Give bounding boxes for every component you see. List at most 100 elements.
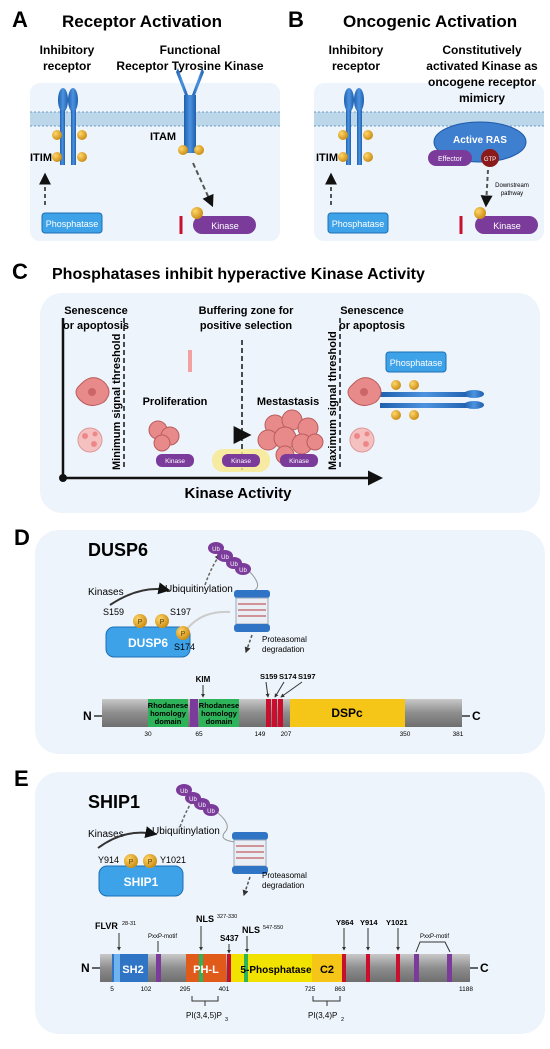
panel-e-pos-1188: 1188 <box>459 986 473 993</box>
panel-d-proteasome <box>234 590 270 632</box>
panel-a-title: Receptor Activation <box>62 12 222 31</box>
panel-e-y864-band <box>342 954 346 982</box>
panel-c-kinase-3 <box>280 454 318 467</box>
panel-e-pos-295: 295 <box>180 986 191 993</box>
panel-b-kinase <box>475 216 538 234</box>
panel-c-kinase-2-label: Kinase <box>231 458 251 465</box>
panel-d: D DUSP6 Kinases Ubiquitinylation Ub Ub U… <box>14 525 545 754</box>
panel-e-nls1-band <box>199 954 203 982</box>
panel-b-constitutive-3: oncogene receptor <box>428 75 536 89</box>
panel-c-cells-metastasis <box>257 409 324 465</box>
panel-d-kinases: Kinases <box>88 587 124 598</box>
panel-e-proteasomal-2: degradation <box>262 881 304 890</box>
panel-e-pxxp-band-2 <box>414 954 419 982</box>
panel-b-constitutive-2: activated Kinase as <box>426 59 538 73</box>
panel-d-kim-label: KIM <box>196 675 211 684</box>
panel-e-n-terminus: N <box>81 961 90 975</box>
panel-b-inhibitory-2: receptor <box>332 59 380 73</box>
panel-d-protein-label: DUSP6 <box>128 636 168 650</box>
panel-c-right-zone-1: Senescence <box>340 305 404 317</box>
panel-e-y1021-band <box>396 954 400 982</box>
panel-a-membrane <box>30 112 280 126</box>
panel-d-proteasomal-1: Proteasomal <box>262 635 307 644</box>
panel-c-right-zone-2: or apoptosis <box>339 320 405 332</box>
panel-d-rhodanese-1 <box>148 699 188 727</box>
panel-c-min-threshold: Minimum signal threshold <box>111 334 123 470</box>
panel-e-nls2: NLS <box>242 925 260 935</box>
panel-a-itim: ITIM <box>30 152 52 164</box>
panel-e-protein-label: SHIP1 <box>124 875 159 889</box>
panel-e-flvr-band <box>114 954 120 982</box>
panel-b-itim: ITIM <box>316 152 338 164</box>
panel-c: C Phosphatases inhibit hyperactive Kinas… <box>12 259 540 513</box>
panel-c-phosphatase <box>385 351 447 373</box>
panel-b: B Oncogenic Activation Inhibitory recept… <box>288 7 544 241</box>
panel-c-kinase-3-label: Kinase <box>289 458 309 465</box>
panel-a-inhibitory-2: receptor <box>43 59 91 73</box>
panel-e-pxxp-band-1 <box>156 954 161 982</box>
panel-e-ub-4: Ub <box>207 809 215 815</box>
panel-d-site-label-s174: S174 <box>279 672 297 681</box>
panel-a-letter: A <box>12 7 28 32</box>
panel-e-pi34: PI(3,4)P <box>308 1011 337 1020</box>
panel-e-site-y914: Y914 <box>98 855 119 865</box>
panel-d-site-bar-2 <box>272 699 277 727</box>
panel-e-pxxp-1: PxxP-motif <box>148 934 177 940</box>
panel-d-rhod2-l2: homology <box>201 709 238 718</box>
panel-e-nls2-band <box>244 954 248 982</box>
panel-e-letter: E <box>14 766 29 791</box>
panel-d-rhodanese-2 <box>199 699 239 727</box>
panel-b-gtp <box>481 149 499 167</box>
panel-d-c-terminus: C <box>472 709 481 723</box>
svg-text:P: P <box>181 631 186 638</box>
panel-c-cells-proliferation <box>148 420 180 452</box>
panel-d-ub-2: Ub <box>221 555 229 561</box>
panel-c-cells-right <box>347 377 382 453</box>
panel-e-ubiq: Ubiquitinylation <box>152 826 220 837</box>
panel-d-dspc-label: DSPc <box>331 706 363 720</box>
panel-c-x-axis-label: Kinase Activity <box>185 485 293 502</box>
panel-d-n-terminus: N <box>83 709 92 723</box>
panel-d-pos-207: 207 <box>281 731 292 738</box>
panel-e-pos-401: 401 <box>219 986 230 993</box>
panel-d-ub-4: Ub <box>239 568 247 574</box>
panel-b-letter: B <box>288 7 304 32</box>
panel-d-site-bar-3 <box>278 699 283 727</box>
panel-c-proliferation: Proliferation <box>143 396 208 408</box>
panel-e-c2 <box>312 954 342 982</box>
panel-d-site-s174: S174 <box>174 642 195 652</box>
panel-e-proteasomal-1: Proteasomal <box>262 871 307 880</box>
panel-a-kinase-label: Kinase <box>211 221 239 231</box>
panel-c-middle-zone-2: positive selection <box>200 320 293 332</box>
panel-d-site-s159: S159 <box>103 607 124 617</box>
panel-e-name: SHIP1 <box>88 792 140 812</box>
panel-e-pi34-bracket <box>312 996 341 1006</box>
panel-e-phl <box>186 954 226 982</box>
panel-d-dspc <box>290 699 405 727</box>
panel-e-pos-102: 102 <box>141 986 152 993</box>
panel-b-inhibitory-1: Inhibitory <box>329 43 384 57</box>
panel-a-phosphatase <box>41 212 103 234</box>
panel-c-kinase-1 <box>156 454 194 467</box>
panel-e-c2-label: C2 <box>320 964 334 976</box>
panel-e-s437: S437 <box>220 934 239 943</box>
svg-text:P: P <box>148 859 153 866</box>
panel-d-rhod2-l3: domain <box>206 717 233 726</box>
panel-c-cells-left <box>75 377 110 453</box>
panel-a-functional-1: Functional <box>160 43 221 57</box>
panel-e-kinases: Kinases <box>88 829 124 840</box>
panel-d-rhod1-l2: homology <box>150 709 187 718</box>
panel-e-y914-band <box>366 954 370 982</box>
panel-e-site-y1021: Y1021 <box>160 855 186 865</box>
panel-b-title: Oncogenic Activation <box>343 12 517 31</box>
panel-e-ub-1: Ub <box>180 789 188 795</box>
panel-e-ubiquitin-chain <box>176 784 236 843</box>
panel-a-rtk <box>176 68 204 155</box>
panel-e: E SHIP1 Kinases Ubiquitinylation Ub Ub U… <box>14 766 545 1034</box>
panel-e-protein <box>98 865 184 897</box>
panel-e-y1021: Y1021 <box>386 918 408 927</box>
panel-e-pos-863: 863 <box>335 986 346 993</box>
panel-e-c-terminus: C <box>480 961 489 975</box>
panel-e-pi345: PI(3,4,5)P <box>186 1011 222 1020</box>
panel-e-pi345-bracket <box>191 996 219 1006</box>
